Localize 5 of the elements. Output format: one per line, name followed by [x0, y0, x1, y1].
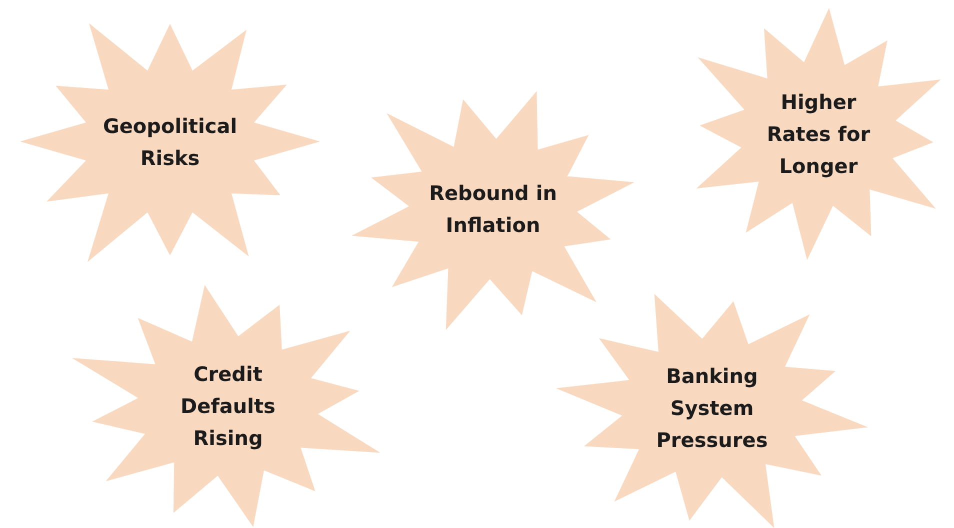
node-label: Credit Defaults Rising	[180, 361, 276, 452]
node-label: Banking System Pressures	[655, 363, 769, 454]
node-label: Higher Rates for Longer	[766, 89, 872, 180]
node-label: Geopolitical Risks	[102, 112, 238, 172]
node-label: Rebound in Inflation	[428, 180, 558, 239]
